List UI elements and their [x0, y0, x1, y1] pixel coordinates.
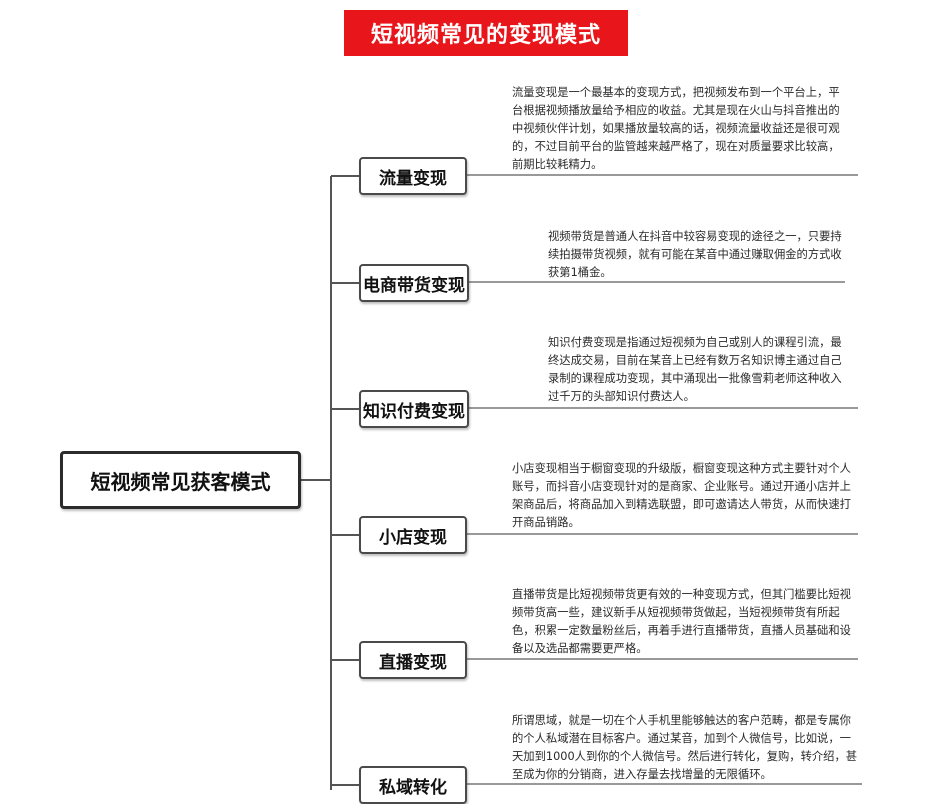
- branch-node-knowledge: 知识付费变现: [359, 390, 469, 428]
- branch-description-livestream: 直播带货是比短视频带货更有效的一种变现方式，但其门槛要比短视频带货高一些，建议新…: [512, 588, 851, 655]
- branch-description-traffic: 流量变现是一个最基本的变现方式，把视频发布到一个平台上，平台根据视频播放量给予相…: [512, 86, 840, 171]
- branch-node-shop: 小店变现: [359, 516, 467, 554]
- branch-description-shop: 小店变现相当于橱窗变现的升级版，橱窗变现这种方式主要针对个人账号，而抖音小店变现…: [512, 462, 851, 529]
- branch-description-ecommerce: 视频带货是普通人在抖音中较容易变现的途径之一，只要持续拍摄带货视频，就有可能在某…: [548, 230, 842, 279]
- branch-node-traffic: 流量变现: [359, 157, 467, 195]
- branch-description-knowledge: 知识付费变现是指通过短视频为自己或别人的课程引流，最终达成交易，目前在某音上已经…: [548, 336, 842, 403]
- root-node: 短视频常见获客模式: [60, 451, 301, 509]
- branch-node-ecommerce: 电商带货变现: [359, 264, 469, 302]
- diagram-title: 短视频常见的变现模式: [344, 10, 628, 56]
- branch-node-private-domain: 私域转化: [359, 766, 467, 804]
- branch-description-private-domain: 所谓思域，就是一切在个人手机里能够触达的客户范畴，都是专属你的个人私域潜在目标客…: [512, 714, 858, 781]
- branch-node-livestream: 直播变现: [359, 641, 467, 679]
